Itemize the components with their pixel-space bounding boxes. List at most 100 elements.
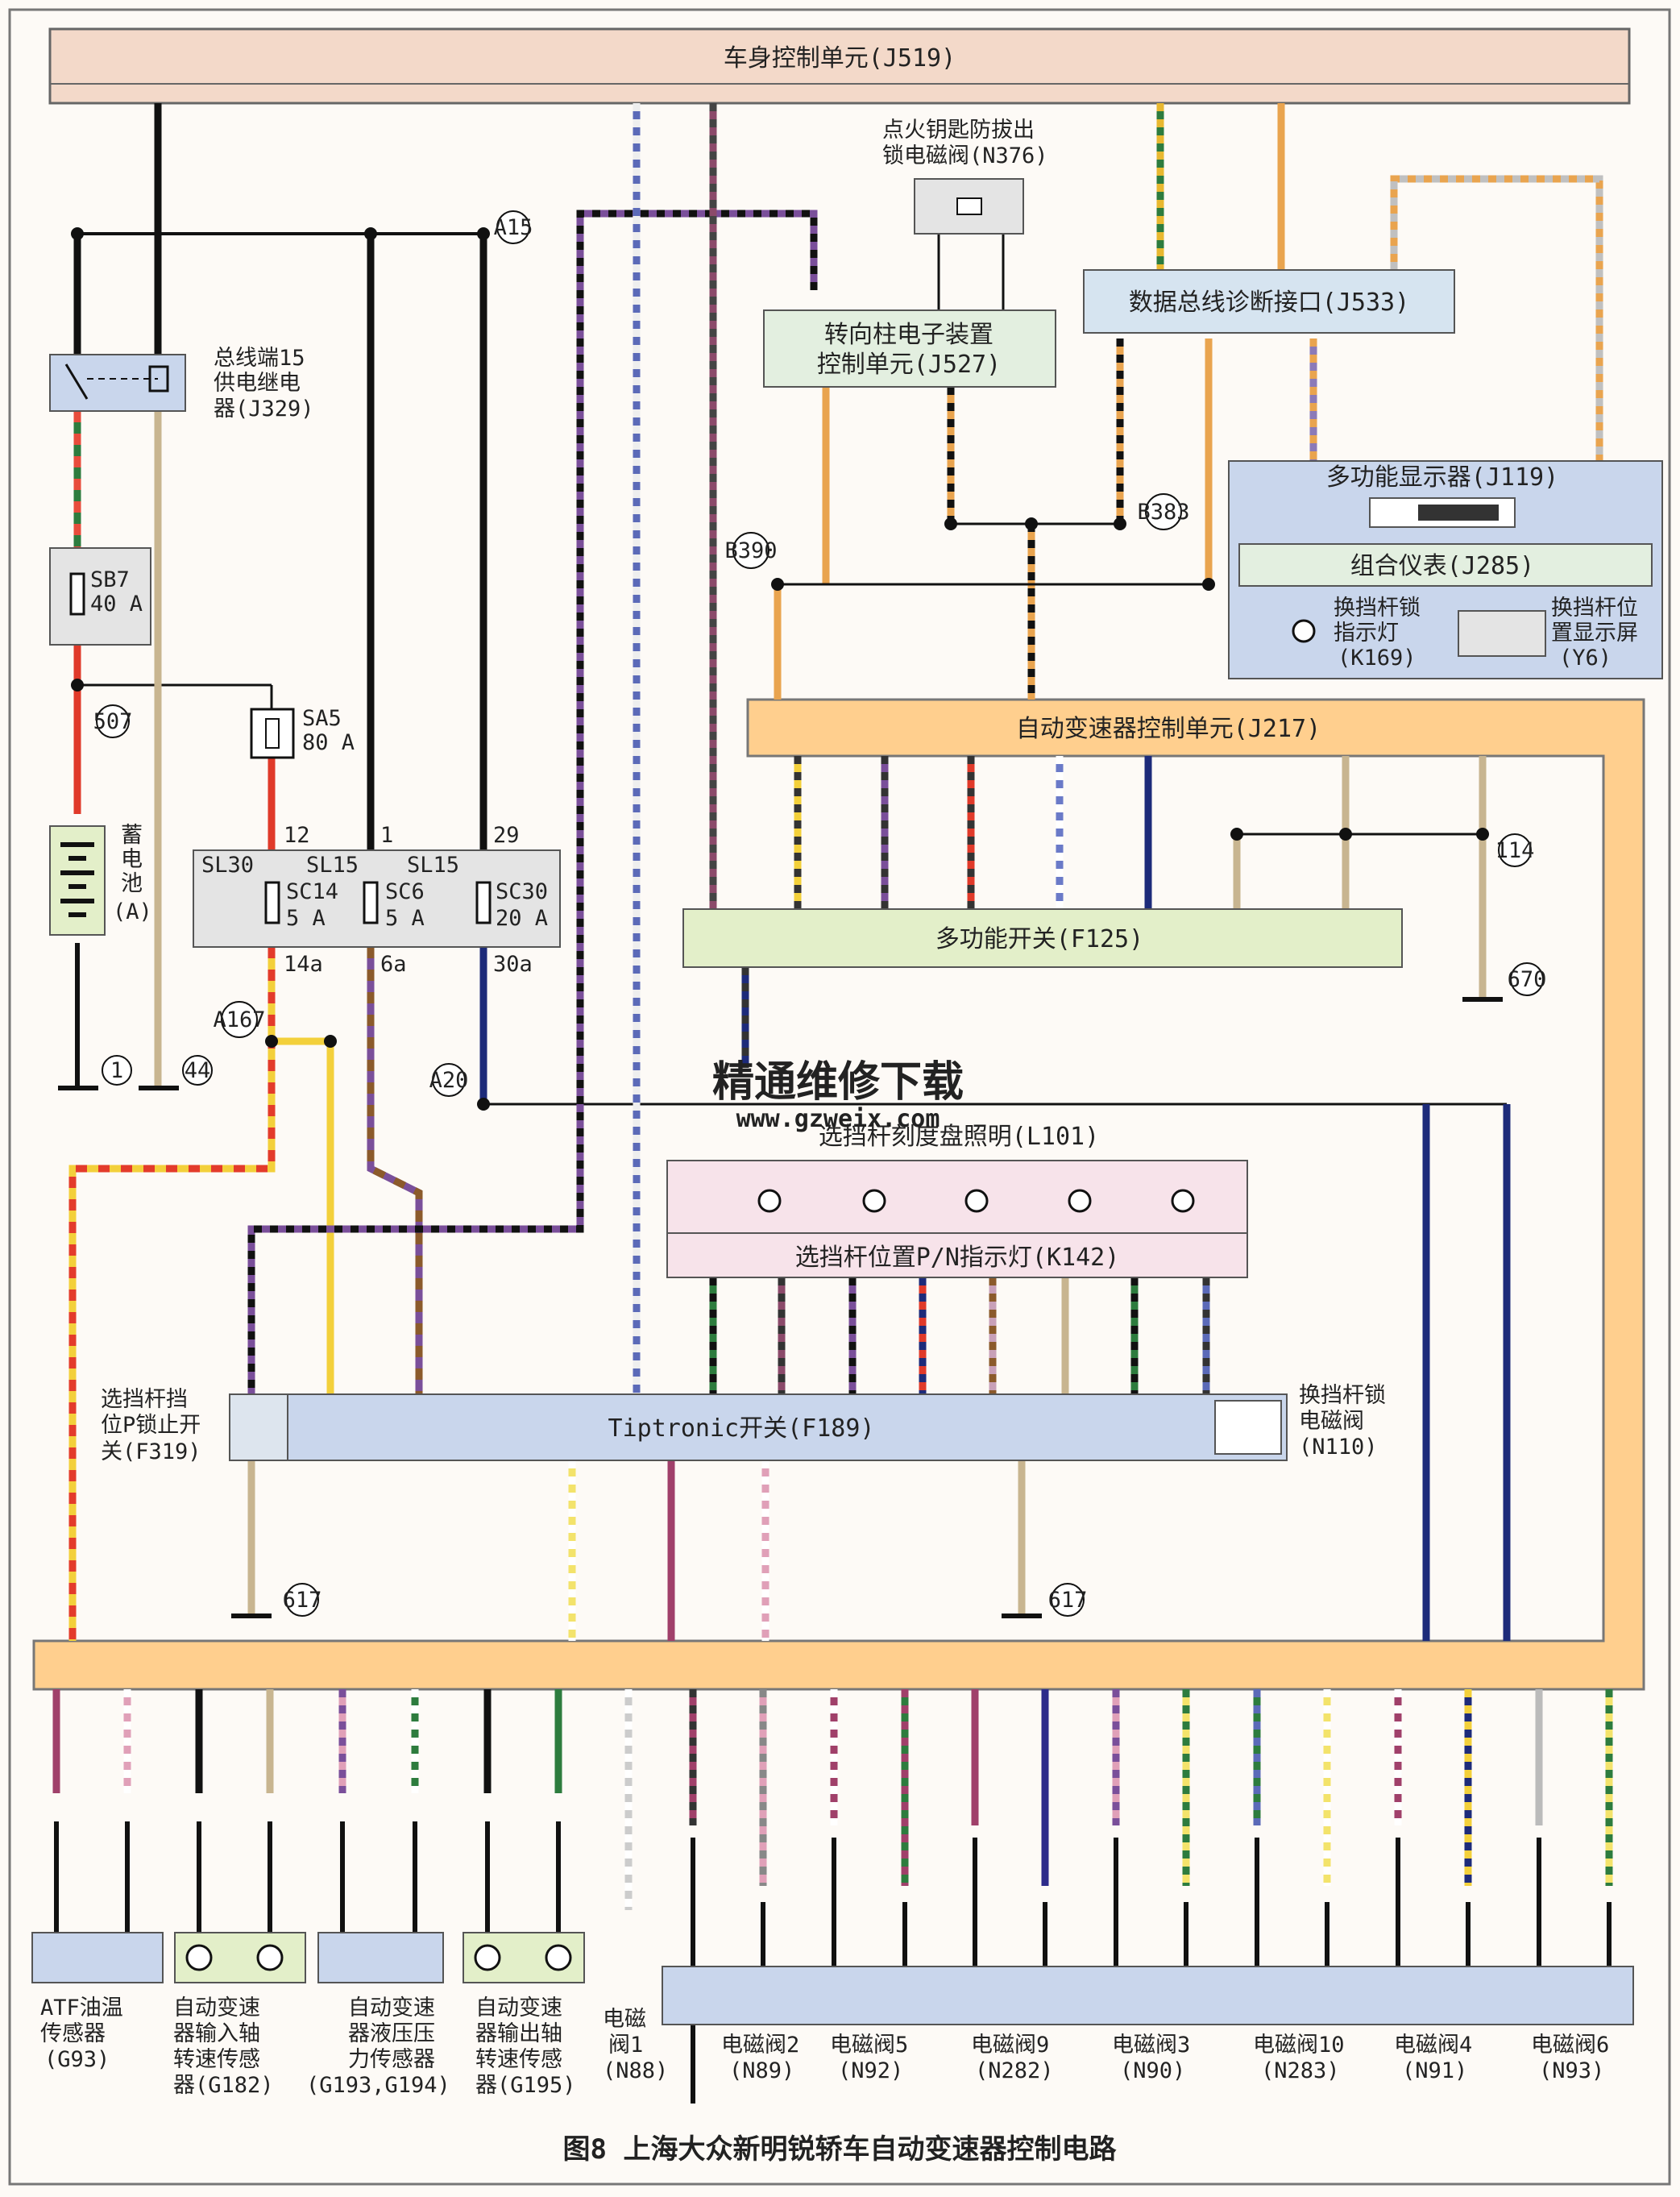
k169-label-3: (K169) [1338,646,1417,671]
sensor-g93-label-1: ATF油温 [40,1996,123,2020]
j519-module: 车身控制单元(J519) [48,27,1631,105]
ground-44-label: 44 [185,1058,211,1083]
sl-label-2: SL15 [306,853,359,878]
j533-module: 数据总线诊断接口(J533) [1083,269,1455,334]
valve-n90-label-1: 电磁阀3 [1112,2033,1190,2058]
ground-617b-label: 617 [1048,1588,1088,1613]
f125-label: 多功能开关(F125) [935,925,1143,953]
junction-a15-label: A15 [494,215,533,240]
valve-n283-label-1: 电磁阀10 [1253,2033,1345,2058]
f189-switch: Tiptronic开关(F189) 选挡杆挡 位P锁止开 关(F319) 换挡杆… [101,1383,1386,1464]
f319-label-3: 关(F319) [101,1439,201,1464]
j217-module: 自动变速器控制单元(J217) [32,698,1645,1691]
valve-n93-label-1: 电磁阀6 [1531,2033,1609,2058]
sc-label-3: SC30 [496,879,548,904]
sensor-g93-label-2: 传感器 [40,2021,106,2046]
sc-label-2: SC6 [385,879,425,904]
battery: 蓄 电 池 (A) [49,823,152,936]
sensor-g195-label-2: 器输出轴 [475,2021,562,2046]
f125-switch: 多功能开关(F125) [682,908,1403,968]
valve-n93-label-2: (N93) [1539,2058,1604,2083]
watermark-cn: 精通维修下载 [712,1058,964,1107]
valve-n282-label-2: (N282) [975,2058,1054,2083]
junction-b383-label: B383 [1137,500,1189,525]
valve-n90-label-2: (N90) [1120,2058,1185,2083]
junction-a20-label: A20 [429,1068,469,1093]
ground-670-label: 670 [1508,967,1547,992]
n110-label-3: (N110) [1299,1435,1378,1460]
f319-label-1: 选挡杆挡 [101,1387,188,1412]
battery-label-2: 电 [121,847,143,872]
junction-a167-label: A167 [213,1007,265,1032]
sensor-g195-label-4: 器(G195) [475,2073,576,2098]
fuse-pin-top-1: 12 [284,823,310,848]
valve-n92-label-2: (N92) [838,2058,903,2083]
sc-amps-3: 20 A [496,906,548,931]
sc-amps-1: 5 A [286,906,326,931]
n376-label-2: 锁电磁阀(N376) [882,143,1048,168]
y6-label-1: 换挡杆位 [1551,596,1638,621]
sensor-g93-label-3: (G93) [44,2047,110,2072]
j519-label: 车身控制单元(J519) [724,44,956,73]
k142-label: 选挡杆位置P/N指示灯(K142) [795,1244,1120,1272]
sa5-amps: 80 A [302,730,355,755]
sensor-g182-label-1: 自动变速 [173,1996,260,2020]
sc-label-1: SC14 [286,879,338,904]
j329-label-1: 总线端15 [214,346,305,371]
fuse-pin-bottom-3: 30a [493,952,533,977]
j527-label-1: 转向柱电子装置 [824,321,993,349]
junction-114-label: 114 [1495,838,1535,863]
f189-label: Tiptronic开关(F189) [608,1414,875,1443]
j329-label-2: 供电继电 [214,371,301,396]
y6-label-3: (Y6) [1559,646,1612,671]
wires [68,103,1603,1641]
f319-label-2: 位P锁止开 [101,1413,201,1438]
sc-amps-2: 5 A [385,906,425,931]
valve-n282-label-1: 电磁阀9 [971,2033,1049,2058]
valve-n91-label-1: 电磁阀4 [1394,2033,1472,2058]
valve-n88-label-1: 电磁 [603,2007,646,2032]
battery-label-3: 池 [121,871,143,896]
sensor-g182-label-2: 器输入轴 [173,2021,260,2046]
sl-label-1: SL30 [201,853,254,878]
fuse-pin-top-2: 1 [380,823,393,848]
junctions: A15 507 A167 A20 B390 B383 114 [93,210,1535,1097]
ground-617a-label: 617 [283,1588,322,1613]
fuse-pin-bottom-2: 6a [380,952,407,977]
valve-n91-label-2: (N91) [1402,2058,1467,2083]
k169-label-2: 指示灯 [1334,621,1399,646]
sa5-fuse: SA5 80 A [250,706,355,759]
fuse-box: SL30 SL15 SL15 SC14 SC6 SC30 5 A 5 A 20 … [193,823,561,977]
watermark: 精通维修下载 www.gzweix.com [712,1058,964,1133]
sensor-g195-label-3: 转速传感 [475,2047,562,2072]
j119-module: 多功能显示器(J119) 组合仪表(J285) 换挡杆锁 指示灯 (K169) … [1228,460,1663,679]
j217-label: 自动变速器控制单元(J217) [1016,715,1321,743]
valve-n283-label-2: (N283) [1261,2058,1340,2083]
sa5-label: SA5 [302,706,342,731]
battery-label-1: 蓄 [121,823,143,848]
fuse-pin-bottom-1: 14a [284,952,323,977]
junction-507-label: 507 [93,709,133,734]
sensor-g193-label-1: 自动变速 [348,1996,435,2020]
battery-label-4: (A) [113,899,152,924]
watermark-url: www.gzweix.com [736,1105,940,1133]
sl-label-3: SL15 [407,853,459,878]
sb7-label: SB7 [90,567,130,592]
n110-label-1: 换挡杆锁 [1299,1383,1386,1408]
sensors: ATF油温 传感器 (G93) 自动变速 器输入轴 转速传感 器(G182) 自… [31,1932,585,2098]
n376-label-1: 点火钥匙防拔出 [882,118,1035,143]
n376-solenoid: 点火钥匙防拔出 锁电磁阀(N376) [882,118,1048,235]
valve-n88-label-2: 阀1 [608,2033,643,2058]
l101-label: 选挡杆刻度盘照明(L101) [819,1123,1099,1151]
valve-n89-label-1: 电磁阀2 [721,2033,799,2058]
sb7-fuse: SB7 40 A [49,547,151,646]
fuse-pin-top-3: 29 [493,823,520,848]
sensor-g182-label-3: 转速传感 [173,2047,260,2072]
sensor-g193-label-4: (G193,G194) [306,2073,450,2098]
sensor-g193-label-3: 力传感器 [348,2047,435,2072]
ground-1-label: 1 [110,1058,123,1083]
j285-label: 组合仪表(J285) [1350,552,1534,580]
j329-label-3: 器(J329) [214,397,314,422]
j119-label: 多功能显示器(J119) [1326,463,1558,492]
